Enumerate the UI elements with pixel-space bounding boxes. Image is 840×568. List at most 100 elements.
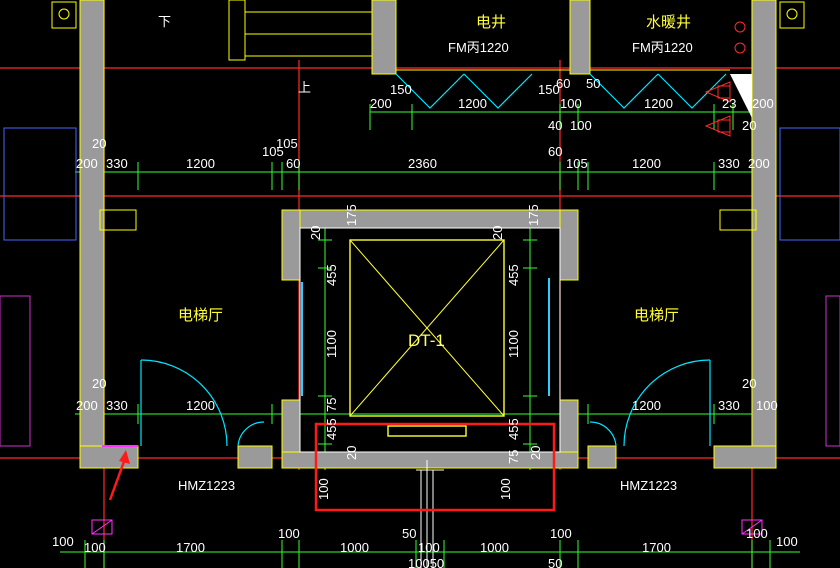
- dim-text: 2360: [408, 156, 437, 171]
- hatch-box-icon: [741, 519, 763, 535]
- dim-text: 100: [418, 540, 440, 555]
- dim-text: 105: [276, 136, 298, 151]
- dim-text-vertical: 100: [498, 478, 513, 500]
- elevator-shaft: [299, 227, 561, 568]
- dim-text: 40: [548, 118, 562, 133]
- marker-triangle-white: [730, 74, 752, 118]
- annotation-arrowhead: [119, 450, 130, 464]
- side-outline-right-bottom: [825, 295, 840, 447]
- dim-text: 330: [718, 398, 740, 413]
- dim-text: 200: [76, 156, 98, 171]
- dim-text: 20: [742, 376, 756, 391]
- dim-text: 330: [106, 156, 128, 171]
- dim-text: 100: [570, 118, 592, 133]
- dim-text: 1000: [340, 540, 369, 555]
- dim-text-vertical: 455: [506, 418, 521, 440]
- valve-icon: [734, 42, 746, 54]
- wall-shaft-left: [371, 0, 397, 75]
- dim-text: 20: [742, 118, 756, 133]
- wall-left-bottom: [79, 445, 139, 469]
- room-label-water-heating-shaft: 水暖井: [646, 14, 691, 31]
- dim-text-vertical: 75: [324, 398, 339, 412]
- elevator-door-sill: [387, 425, 467, 437]
- hatch-line: [741, 519, 763, 535]
- dim-text: 200: [752, 96, 774, 111]
- door-label-hmz-right: HMZ1223: [620, 478, 677, 493]
- dim-text: 50: [402, 526, 416, 541]
- elevator-car: [349, 239, 505, 417]
- door-arc-right-small: [589, 421, 617, 447]
- hatch-line: [91, 519, 113, 535]
- dim-text: 1200: [186, 156, 215, 171]
- stair-rail: [228, 0, 246, 61]
- door-label-hmz-left: HMZ1223: [178, 478, 235, 493]
- dim-text: 100: [746, 526, 768, 541]
- door-arc-left-small: [237, 421, 265, 447]
- dim-text: 1700: [642, 540, 671, 555]
- room-label-elevator-hall-right: 电梯厅: [634, 307, 679, 324]
- dim-text: 100: [84, 540, 106, 555]
- dim-text-vertical: 20: [528, 446, 543, 460]
- wall-shaft-mid: [569, 0, 591, 75]
- dimension-lines: [60, 104, 800, 568]
- dim-text: 1200: [644, 96, 673, 111]
- wall-mid-left-bottom: [237, 445, 273, 469]
- dim-text: 10050: [408, 556, 444, 568]
- outlet-icon: [786, 8, 798, 20]
- dim-text: 100: [550, 526, 572, 541]
- door-label-fm-left: FM丙1220: [448, 40, 509, 55]
- dim-text: 100: [560, 96, 582, 111]
- wall-left: [79, 0, 105, 469]
- dim-text: 1200: [186, 398, 215, 413]
- wall-core-left-upper: [281, 209, 301, 281]
- dim-text-vertical: 1100: [324, 330, 339, 358]
- dim-text: 50: [586, 76, 600, 91]
- hatch-box-icon: [91, 519, 113, 535]
- shaft-outline: [299, 227, 561, 453]
- dim-text: 200: [748, 156, 770, 171]
- column-stub-right: [719, 209, 757, 231]
- dim-text: 150: [538, 82, 560, 97]
- dim-text: 100: [756, 398, 778, 413]
- door-swings: [140, 73, 727, 447]
- shaft-door-swing-left: [395, 73, 533, 109]
- dim-text-vertical: 175: [344, 204, 359, 226]
- dim-text: 105: [566, 156, 588, 171]
- annotation-arrow: [108, 455, 128, 501]
- door-arc-left: [140, 359, 228, 447]
- dim-text: 1200: [458, 96, 487, 111]
- wall-mid-right-bottom: [587, 445, 617, 469]
- wall-core-right-upper: [559, 209, 579, 281]
- side-outline-left-top: [3, 127, 77, 241]
- dim-text: 105: [262, 144, 284, 159]
- wall-right-bottom: [713, 445, 777, 469]
- dim-text: 1700: [176, 540, 205, 555]
- dim-text-vertical: 75: [506, 450, 521, 464]
- dim-text: 200: [76, 398, 98, 413]
- dim-text: 23: [722, 96, 736, 111]
- dim-text: 150: [390, 82, 412, 97]
- dim-text: 20: [92, 136, 106, 151]
- dim-text-vertical: 20: [308, 226, 323, 240]
- dim-text-vertical: 455: [324, 418, 339, 440]
- stair-mark-up: 上: [298, 80, 311, 95]
- side-outlines: [3, 127, 840, 241]
- column-stub-left: [99, 209, 137, 231]
- shaft-door-swing-right: [589, 73, 727, 109]
- yellow-lines: [99, 0, 757, 231]
- dim-text: 60: [286, 156, 300, 171]
- dim-text: 330: [718, 156, 740, 171]
- symbols: [51, 1, 805, 535]
- dim-text-vertical: 100: [316, 478, 331, 500]
- dim-text: 60: [548, 144, 562, 159]
- side-outline-right-top: [779, 127, 840, 241]
- dim-text: 100: [278, 526, 300, 541]
- dim-text: 1200: [632, 156, 661, 171]
- hatch-box-icon: [717, 85, 731, 99]
- dim-text: 100: [52, 534, 74, 549]
- dim-text: 200: [370, 96, 392, 111]
- dim-text: 330: [106, 398, 128, 413]
- outlet-symbol-right: [779, 1, 805, 29]
